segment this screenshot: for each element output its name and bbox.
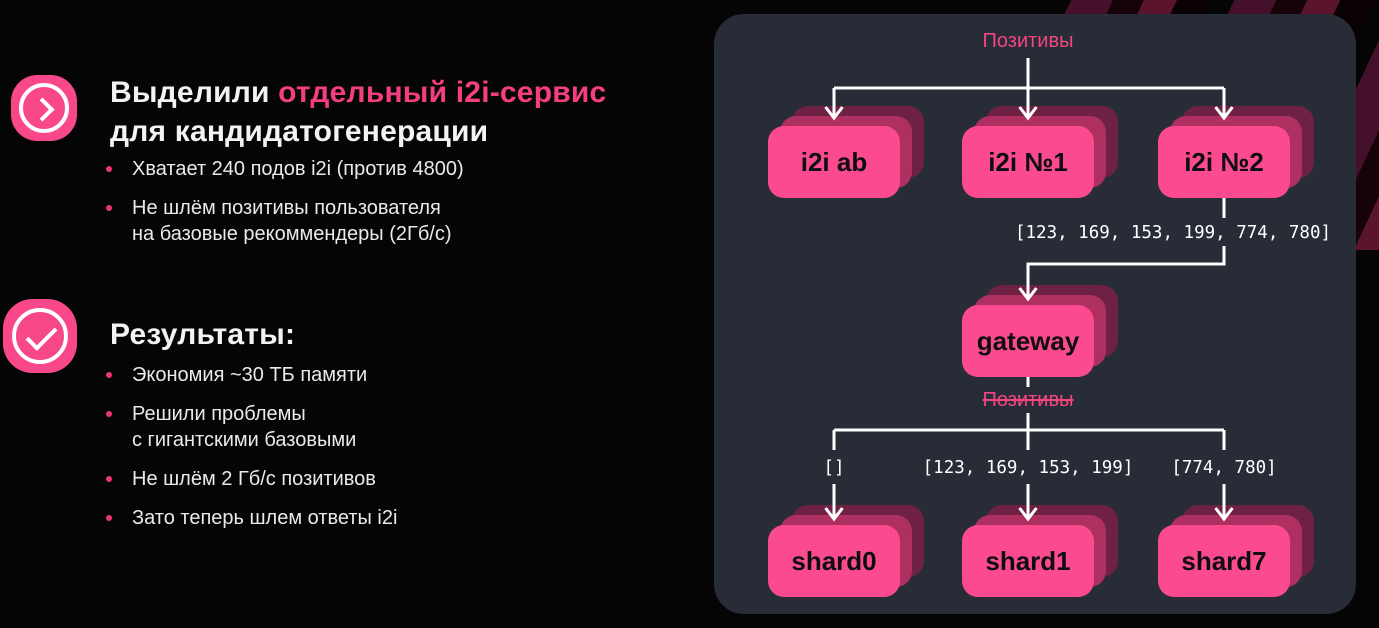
bullet-text: Зато теперь шлем ответы i2i — [132, 507, 398, 529]
node-shard7: shard7 — [1158, 505, 1314, 597]
node-label: gateway — [976, 325, 1080, 356]
node-label: i2i №1 — [988, 146, 1068, 177]
node-shard0: shard0 — [768, 505, 924, 597]
bullet-dot — [106, 166, 112, 172]
bullet-item: Экономия ~30 ТБ памяти — [106, 362, 397, 388]
bullet-item: Зато теперь шлем ответы i2i — [106, 505, 397, 531]
bullet-item: Не шлём позитивы пользователя на базовые… — [106, 195, 464, 247]
node-label: shard0 — [791, 545, 877, 576]
node-i2i-ab: i2i ab — [768, 106, 924, 198]
card-front: gateway — [962, 305, 1094, 377]
heading1-line2: для кандидатогенерации — [110, 115, 489, 148]
label-shard0-input: [] — [823, 458, 845, 478]
card-front: shard0 — [768, 525, 900, 597]
bullet-item: Хватает 240 подов i2i (против 4800) — [106, 156, 464, 182]
node-i2i-n2: i2i №2 — [1158, 106, 1314, 198]
bullet-dot — [106, 411, 112, 417]
check-circle-icon — [3, 299, 77, 373]
node-label: shard7 — [1181, 545, 1267, 576]
card-front: i2i №1 — [962, 126, 1094, 198]
label-shard7-input: [774, 780] — [1171, 458, 1277, 478]
icon-ring — [12, 308, 68, 364]
bullet-dot — [106, 372, 112, 378]
card-front: shard7 — [1158, 525, 1290, 597]
node-i2i-n1: i2i №1 — [962, 106, 1118, 198]
bullet-text: Не шлём позитивы пользователя на базовые… — [132, 197, 452, 245]
bullet-dot — [106, 515, 112, 521]
bullet-text: Не шлём 2 Гб/с позитивов — [132, 468, 376, 490]
card-front: i2i №2 — [1158, 126, 1290, 198]
diagram-panel: Позитивы [123, 169, 153, 199, 774, 780] … — [714, 14, 1356, 614]
icon-ring — [19, 83, 69, 133]
bullet-dot — [106, 205, 112, 211]
node-gateway: gateway — [962, 285, 1118, 377]
label-positives-struck: Позитивы — [982, 389, 1074, 411]
node-shard1: shard1 — [962, 505, 1118, 597]
node-label: i2i №2 — [1184, 146, 1264, 177]
card-front: shard1 — [962, 525, 1094, 597]
bullet-text: Экономия ~30 ТБ памяти — [132, 364, 368, 386]
arrow-circle-icon — [11, 75, 77, 141]
label-positives-top: Позитивы — [982, 30, 1074, 52]
bullet-item: Не шлём 2 Гб/с позитивов — [106, 466, 397, 492]
node-label: i2i ab — [800, 146, 868, 177]
section1-heading: Выделили отдельный i2i-сервис для кандид… — [110, 73, 606, 151]
node-label: shard1 — [985, 545, 1071, 576]
card-front: i2i ab — [768, 126, 900, 198]
label-candidates: [123, 169, 153, 199, 774, 780] — [1014, 223, 1332, 243]
heading1-line1: Выделили отдельный i2i-сервис — [110, 73, 606, 112]
section1-bullets: Хватает 240 подов i2i (против 4800) Не ш… — [106, 156, 464, 260]
section2-bullets: Экономия ~30 ТБ памяти Решили проблемы с… — [106, 362, 397, 544]
bullet-text: Решили проблемы с гигантскими базовыми — [132, 403, 357, 451]
heading1-pink: отдельный i2i-сервис — [278, 76, 607, 109]
heading1-white: Выделили — [110, 76, 279, 109]
bullet-text: Хватает 240 подов i2i (против 4800) — [132, 158, 464, 180]
bullet-item: Решили проблемы с гигантскими базовыми — [106, 401, 397, 453]
section2-heading: Результаты: — [110, 318, 296, 351]
label-shard1-input: [123, 169, 153, 199] — [922, 458, 1134, 478]
bullet-dot — [106, 476, 112, 482]
